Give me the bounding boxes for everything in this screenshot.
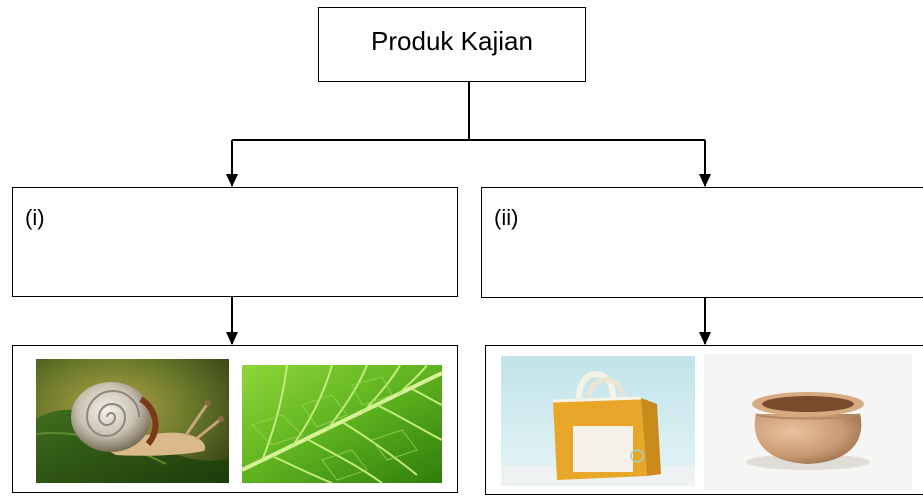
arrowhead-box-ii (699, 174, 711, 187)
arrowhead-box-i (226, 174, 238, 187)
image-box-i (12, 345, 458, 493)
arrowhead-images-i (226, 332, 238, 345)
snail-photo (36, 359, 229, 483)
clay-pot-photo (704, 354, 912, 490)
branch-box-i: (i) (12, 187, 458, 297)
branch-label-ii: (ii) (494, 205, 519, 230)
root-title: Produk Kajian (371, 26, 533, 56)
arrowhead-images-ii (699, 332, 711, 345)
tote-bag-photo (501, 356, 695, 486)
branch-box-ii: (ii) (481, 187, 923, 298)
image-box-ii (485, 345, 923, 495)
root-node: Produk Kajian (318, 7, 586, 82)
branch-label-i: (i) (25, 205, 45, 230)
leaf-photo (242, 365, 442, 483)
